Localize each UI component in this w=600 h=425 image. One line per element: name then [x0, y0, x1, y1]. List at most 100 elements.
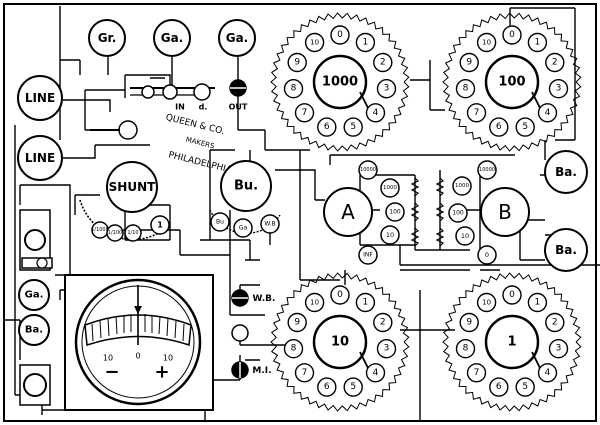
dial-100-stud-1[interactable]: 1 — [527, 32, 548, 53]
dial-1000-stud-4[interactable]: 4 — [365, 103, 386, 123]
key-wb-label: W.B. — [253, 294, 276, 304]
dial-1000-stud-9[interactable]: 9 — [287, 52, 307, 73]
dial-hub-1000 — [312, 54, 368, 110]
terminal-ga-2[interactable]: Ga. — [218, 19, 256, 57]
ratio-a-100[interactable]: 100 — [385, 202, 405, 222]
dial-1-stud-1[interactable]: 1 — [527, 292, 548, 313]
terminal-ba-right-2[interactable]: Ba. — [544, 228, 588, 272]
dial-100-stud-7[interactable]: 7 — [466, 103, 487, 123]
dial-10-stud-label-1: 1 — [363, 298, 369, 308]
terminal-line-1[interactable]: LINE — [17, 75, 63, 121]
dial-1-stud-0[interactable]: 0 — [502, 285, 522, 305]
dial-10-stud-4[interactable]: 4 — [365, 363, 386, 383]
dial-1000-stud-0[interactable]: 0 — [330, 25, 350, 45]
bu-tap-bu[interactable]: Bu — [210, 212, 230, 232]
switch-out-label: OUT — [229, 103, 248, 112]
bu-tap-wb[interactable]: W.B — [260, 214, 280, 234]
dial-100-stud-4[interactable]: 4 — [537, 103, 558, 123]
ratio-a-10000[interactable]: 10000 — [358, 160, 378, 180]
dial-1000-stud-2[interactable]: 2 — [373, 52, 393, 73]
terminal-gr[interactable]: Gr. — [88, 19, 126, 57]
dial-10-stud-3[interactable]: 3 — [376, 339, 397, 359]
dial-10-stud-label-2: 2 — [380, 318, 386, 328]
dial-10-stud-5[interactable]: 5 — [343, 377, 363, 397]
dial-coil-1 — [442, 272, 582, 412]
dial-100-stud-2[interactable]: 2 — [545, 52, 565, 73]
dial-1000-stud-10[interactable]: 10 — [304, 32, 325, 53]
dial-100-stud-9[interactable]: 9 — [459, 52, 479, 73]
dial-100-stud-6[interactable]: 6 — [489, 117, 509, 137]
terminal-ba-left[interactable]: Ba. — [18, 314, 50, 346]
shunt-tap-4[interactable]: 1 — [150, 215, 170, 235]
shunt-tap-3[interactable]: 1/10 — [124, 224, 142, 242]
dial-10-stud-7[interactable]: 7 — [294, 363, 315, 383]
shunt-tap-1[interactable]: 1/1000 — [91, 221, 109, 239]
arm-b[interactable]: B — [480, 187, 530, 237]
dial-10-stud-9[interactable]: 9 — [287, 312, 307, 333]
terminal-ga-1[interactable]: Ga. — [153, 19, 191, 57]
dial-1-stud-3[interactable]: 3 — [548, 339, 569, 359]
dial-100-stud-5[interactable]: 5 — [515, 117, 535, 137]
dial-10-stud-2[interactable]: 2 — [373, 312, 393, 333]
galvanometer-switch[interactable] — [130, 77, 247, 101]
dial-100-stud-label-1: 1 — [535, 38, 541, 48]
dial-1-stud-5[interactable]: 5 — [515, 377, 535, 397]
ratio-b-10000[interactable]: 10000 — [477, 160, 497, 180]
ratio-a-inf[interactable]: INF — [358, 245, 378, 265]
shunt-tap-2-label: 1/100 — [108, 230, 122, 236]
dial-1-stud-7[interactable]: 7 — [466, 363, 487, 383]
ratio-b-0[interactable]: 0 — [477, 245, 497, 265]
dial-1000-stud-8[interactable]: 8 — [283, 78, 304, 99]
dial-10-stud-6[interactable]: 6 — [317, 377, 337, 397]
dial-100-stud-8[interactable]: 8 — [455, 78, 476, 99]
dial-1-stud-4[interactable]: 4 — [537, 363, 558, 383]
dial-1-stud-2[interactable]: 2 — [545, 312, 565, 333]
key-mi[interactable] — [231, 361, 249, 379]
shunt-label: SHUNT — [109, 180, 156, 194]
dial-100-stud-3[interactable]: 3 — [548, 78, 569, 99]
dial-1-stud-label-5: 5 — [522, 382, 528, 392]
dial-100-stud-0[interactable]: 0 — [502, 25, 522, 45]
dial-10-stud-8[interactable]: 8 — [283, 339, 304, 359]
dial-1000-stud-7[interactable]: 7 — [294, 103, 315, 123]
dial-10-stud-label-6: 6 — [324, 382, 330, 392]
ratio-b-10[interactable]: 10 — [455, 226, 475, 246]
dial-10-stud-0[interactable]: 0 — [330, 285, 350, 305]
dial-pointer-1 — [531, 351, 541, 369]
ratio-b-100[interactable]: 100 — [448, 203, 468, 223]
terminal-ba-right-1[interactable]: Ba. — [544, 150, 588, 194]
dial-1000-stud-3[interactable]: 3 — [376, 78, 397, 99]
ratio-a-10[interactable]: 10 — [380, 225, 400, 245]
dial-100-stud-label-2: 2 — [552, 58, 558, 68]
dial-10-stud-label-3: 3 — [384, 344, 390, 354]
left-plug-block[interactable] — [19, 209, 53, 271]
dial-1000-stud-5[interactable]: 5 — [343, 117, 363, 137]
dial-100-stud-10[interactable]: 10 — [476, 32, 497, 53]
terminal-ga-left[interactable]: Ga. — [18, 279, 50, 311]
terminal-line-2[interactable]: LINE — [17, 135, 63, 181]
dial-1-stud-10[interactable]: 10 — [476, 292, 497, 313]
ratio-b-1000[interactable]: 1000 — [452, 176, 472, 196]
ratio-a-1000[interactable]: 1000 — [380, 178, 400, 198]
dial-10-stud-label-9: 9 — [294, 318, 300, 328]
arm-a[interactable]: A — [323, 187, 373, 237]
bottom-left-plug[interactable] — [19, 364, 51, 406]
shunt-tap-2[interactable]: 1/100 — [106, 224, 124, 242]
dial-1-stud-label-9: 9 — [466, 318, 472, 328]
dial-10-stud-10[interactable]: 10 — [304, 292, 325, 313]
dial-1-stud-8[interactable]: 8 — [455, 339, 476, 359]
dial-1-stud-6[interactable]: 6 — [489, 377, 509, 397]
key-wb[interactable] — [231, 289, 249, 342]
dial-1000-stud-6[interactable]: 6 — [317, 117, 337, 137]
dial-10-stud-1[interactable]: 1 — [355, 292, 376, 313]
bu-tap-ga[interactable]: Ga — [233, 218, 253, 238]
dial-1-stud-label-4: 4 — [545, 368, 551, 378]
key-mi-label: M.I. — [252, 366, 271, 376]
line-key[interactable] — [90, 120, 138, 140]
dial-1000-stud-1[interactable]: 1 — [355, 32, 376, 53]
dial-1-stud-9[interactable]: 9 — [459, 312, 479, 333]
